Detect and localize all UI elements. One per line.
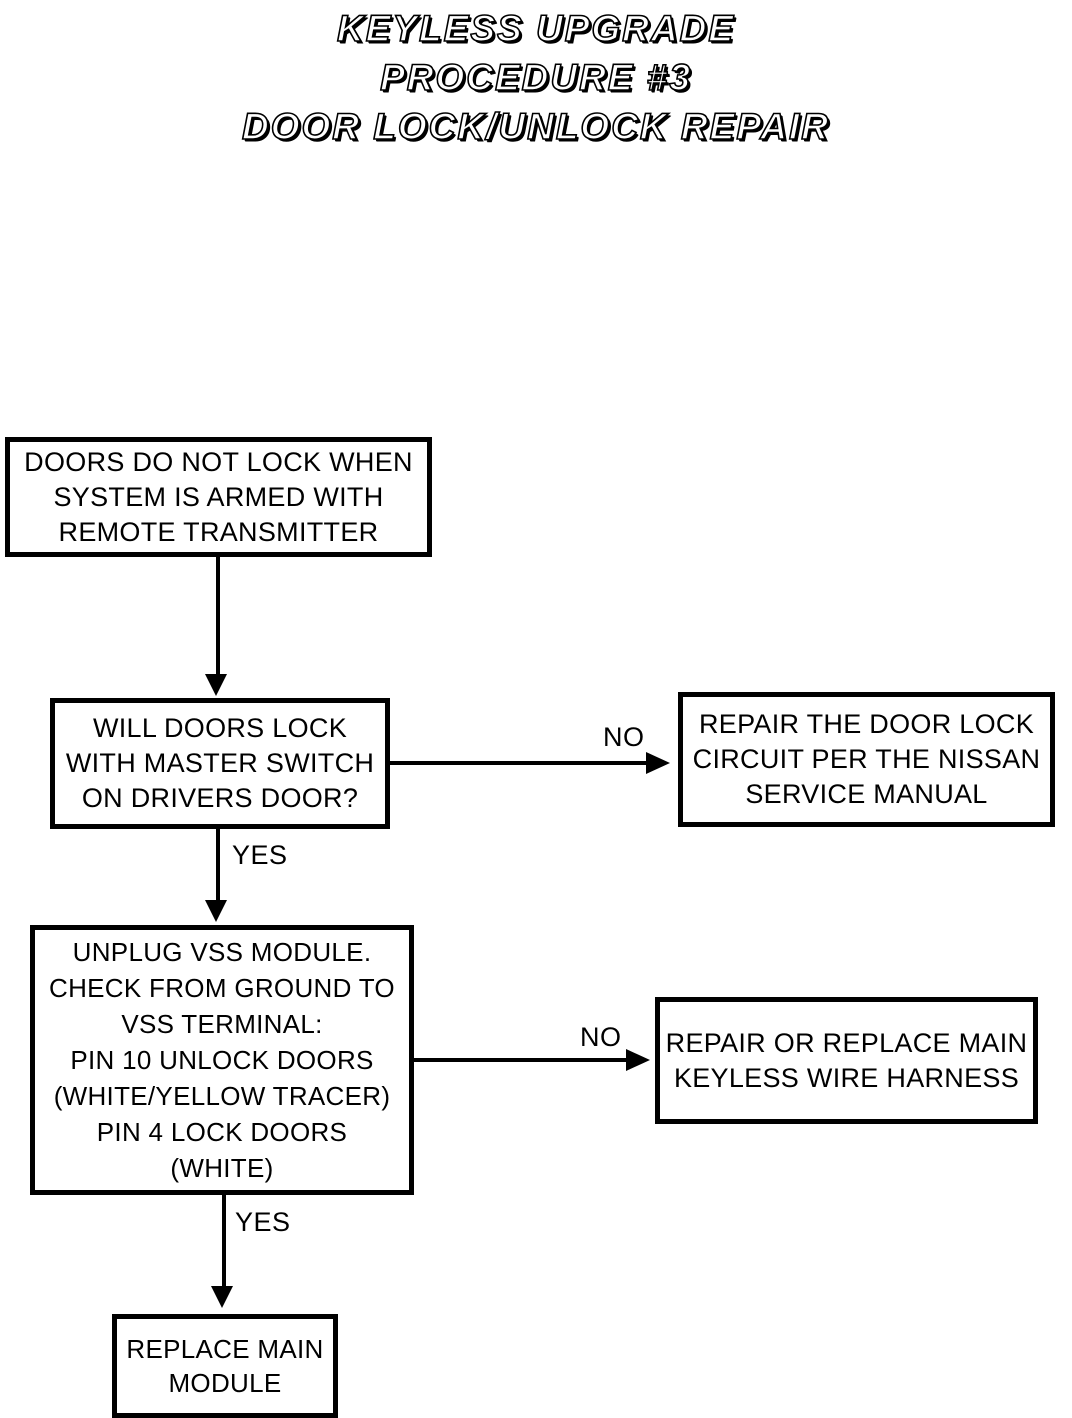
edge-label-no-2: NO xyxy=(580,1022,622,1052)
flowchart-node-unplug-vss-module: UNPLUG VSS MODULE. CHECK FROM GROUND TO … xyxy=(30,925,414,1195)
edge-label-no-1: NO xyxy=(603,722,645,752)
node-text-line: DOORS DO NOT LOCK WHEN xyxy=(24,446,413,477)
flowchart-node-question-master-switch: WILL DOORS LOCK WITH MASTER SWITCH ON DR… xyxy=(50,698,390,829)
connector-vss-no-to-harness xyxy=(412,1058,628,1062)
connector-question-yes-to-vss xyxy=(216,829,220,903)
node-text-line: SERVICE MANUAL xyxy=(745,779,988,809)
node-text-line: REPLACE MAIN xyxy=(126,1334,324,1364)
node-text-line: WILL DOORS LOCK xyxy=(92,713,348,743)
title-line-1: KEYLESS UPGRADE xyxy=(336,7,735,50)
node-text-line: SYSTEM IS ARMED WITH xyxy=(53,481,384,512)
node-text-line: (WHITE) xyxy=(170,1153,274,1183)
flowchart-node-symptom: DOORS DO NOT LOCK WHEN SYSTEM IS ARMED W… xyxy=(5,437,432,557)
connector-symptom-to-question xyxy=(216,557,220,677)
arrow-down-icon xyxy=(211,1286,233,1308)
connector-question-no-to-repair xyxy=(390,761,648,765)
arrow-right-icon xyxy=(626,1049,650,1071)
edge-label-yes-1: YES xyxy=(232,840,288,870)
node-text-line: MODULE xyxy=(168,1368,282,1398)
flowchart-node-repair-or-replace-harness: REPAIR OR REPLACE MAIN KEYLESS WIRE HARN… xyxy=(655,997,1038,1124)
node-text-line: REPAIR THE DOOR LOCK xyxy=(698,709,1035,739)
title-line-3: DOOR LOCK/UNLOCK REPAIR xyxy=(241,105,830,148)
node-text-line: ON DRIVERS DOOR? xyxy=(81,783,359,813)
node-text-line: REMOTE TRANSMITTER xyxy=(58,516,379,547)
node-text-line: WITH MASTER SWITCH xyxy=(65,748,375,778)
node-text-line: CHECK FROM GROUND TO xyxy=(49,973,395,1003)
node-text-line: KEYLESS WIRE HARNESS xyxy=(673,1062,1020,1093)
title-line-2: PROCEDURE #3 xyxy=(379,56,692,99)
arrow-right-icon xyxy=(646,752,670,774)
flowchart-node-replace-main-module: REPLACE MAIN MODULE xyxy=(112,1314,338,1418)
page-title: KEYLESS UPGRADE PROCEDURE #3 DOOR LOCK/U… xyxy=(0,0,1072,151)
edge-label-yes-2: YES xyxy=(235,1207,291,1237)
node-text-line: (WHITE/YELLOW TRACER) xyxy=(53,1081,391,1111)
node-text-line: PIN 10 UNLOCK DOORS xyxy=(70,1045,374,1075)
arrow-down-icon xyxy=(205,674,227,696)
node-text-line: CIRCUIT PER THE NISSAN xyxy=(692,744,1041,774)
node-text-line: PIN 4 LOCK DOORS xyxy=(96,1117,348,1147)
node-text-line: UNPLUG VSS MODULE. xyxy=(72,937,372,967)
node-text-line: REPAIR OR REPLACE MAIN xyxy=(665,1027,1028,1058)
node-text-line: VSS TERMINAL: xyxy=(121,1009,323,1039)
arrow-down-icon xyxy=(205,900,227,922)
connector-vss-yes-to-replace xyxy=(222,1195,226,1289)
flowchart-node-repair-door-lock-circuit: REPAIR THE DOOR LOCK CIRCUIT PER THE NIS… xyxy=(678,692,1055,827)
